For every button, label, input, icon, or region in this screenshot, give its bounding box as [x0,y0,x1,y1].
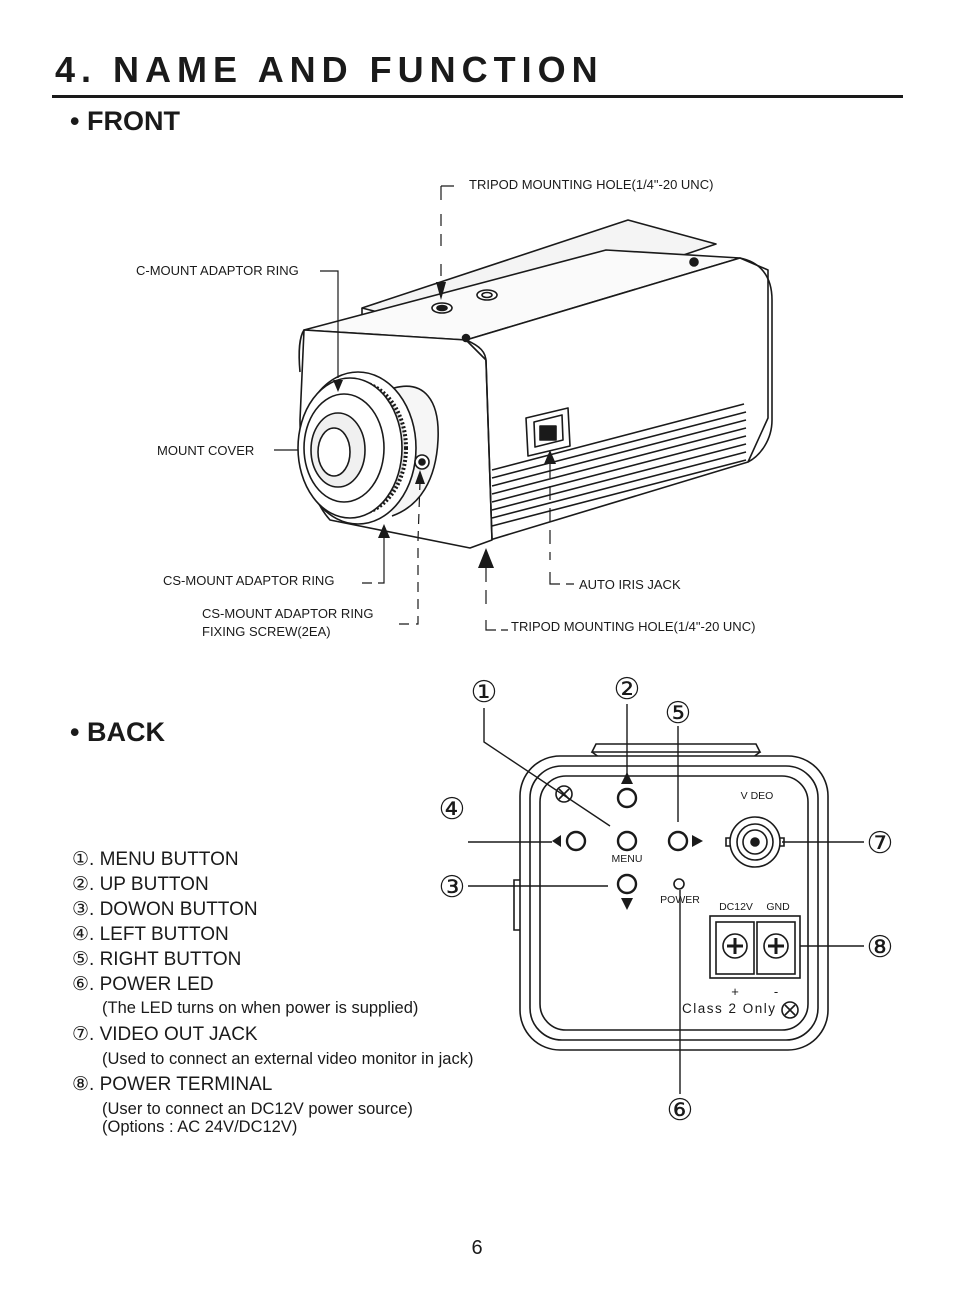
callout-tripod-hole-top: TRIPOD MOUNTING HOLE(1/4"-20 UNC) [469,177,714,192]
callout-tripod-hole-bottom: TRIPOD MOUNTING HOLE(1/4"-20 UNC) [511,619,756,634]
legend-right-button: ⑤. RIGHT BUTTON [72,949,242,970]
callout-auto-iris-jack: AUTO IRIS JACK [579,577,681,592]
callout-cs-screw-line2: FIXING SCREW(2EA) [202,624,331,639]
marker-2: ② [614,673,641,706]
legend-power-led-note: (The LED turns on when power is supplied… [102,999,419,1017]
panel-minus-label: - [774,984,778,999]
marker-8: ⑧ [867,931,894,964]
page-title: 4. NAME AND FUNCTION [55,49,604,90]
legend-power-terminal: ⑧. POWER TERMINAL [72,1074,273,1095]
callout-c-mount-ring: C-MOUNT ADAPTOR RING [136,263,299,278]
panel-dc12v-label: DC12V [719,901,753,913]
legend-down-button: ③. DOWON BUTTON [72,899,258,920]
front-section-heading: • FRONT [70,106,180,136]
callout-mount-cover: MOUNT COVER [157,443,255,458]
page-number: 6 [471,1237,483,1259]
panel-video-label: V DEO [741,790,774,802]
panel-menu-label: MENU [612,853,643,865]
back-section-heading: • BACK [70,717,165,747]
marker-3: ③ [439,871,466,904]
legend-left-button: ④. LEFT BUTTON [72,924,229,945]
marker-4: ④ [439,793,466,826]
callout-cs-screw-line1: CS-MOUNT ADAPTOR RING [202,606,374,621]
legend-power-terminal-note: (User to connect an DC12V power source) [102,1100,413,1118]
legend-power-led: ⑥. POWER LED [72,974,214,995]
legend-up-button: ②. UP BUTTON [72,874,209,895]
marker-6: ⑥ [667,1094,694,1127]
legend-video-out-note: (Used to connect an external video monit… [102,1050,474,1068]
legend-power-terminal-note2: (Options : AC 24V/DC12V) [102,1118,298,1136]
marker-1: ① [471,676,498,709]
panel-plus-label: + [731,984,739,999]
legend-menu-button: ①. MENU BUTTON [72,849,239,870]
marker-7: ⑦ [867,827,894,860]
marker-5: ⑤ [665,697,692,730]
panel-class2-label: Class 2 Only [682,1001,777,1016]
panel-gnd-label: GND [766,901,790,913]
callout-cs-mount-ring: CS-MOUNT ADAPTOR RING [163,573,335,588]
legend-video-out-jack: ⑦. VIDEO OUT JACK [72,1024,258,1045]
title-rule [52,95,903,98]
